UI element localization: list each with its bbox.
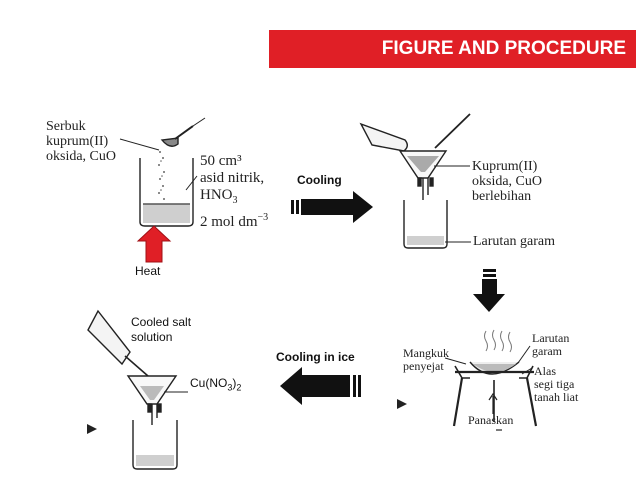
solid-label: Kuprum(II) oksida, CuO berlebihan bbox=[472, 159, 542, 204]
product-label: Cu(NO3)2 bbox=[190, 376, 242, 393]
cooling-ice-arrow-icon bbox=[280, 367, 361, 405]
acid-concentration: 2 mol dm−3 bbox=[200, 212, 269, 230]
pouring-beaker bbox=[359, 122, 408, 152]
pointer-mark-2-icon bbox=[87, 424, 97, 434]
falling-powder bbox=[158, 151, 165, 200]
beaker-2 bbox=[403, 200, 448, 249]
glass-rod bbox=[434, 113, 471, 149]
title-text: FIGURE AND PROCEDURE bbox=[381, 38, 626, 59]
step3-evaporation-apparatus bbox=[444, 329, 538, 431]
acid-liquid bbox=[143, 204, 190, 223]
step2-filtration-apparatus bbox=[359, 113, 471, 249]
solution-label: Larutan garam bbox=[532, 331, 570, 358]
pouring-beaker-2 bbox=[87, 309, 131, 366]
page-title: FIGURE AND PROCEDURE bbox=[269, 30, 636, 68]
filtrate-label: Larutan garam bbox=[473, 234, 556, 249]
triangle-label: Alas segi tiga tanah liat bbox=[534, 364, 579, 404]
acid-formula: HNO3 bbox=[200, 187, 238, 206]
powder-label: Serbuk kuprum(II) oksida, CuO bbox=[46, 119, 116, 164]
cooling-ice-label: Cooling in ice bbox=[276, 350, 355, 364]
heat-label: Heat bbox=[135, 264, 161, 278]
powder-pointer bbox=[119, 138, 160, 151]
heat-label-3: Panaskan bbox=[468, 413, 514, 427]
tripod-leg-left bbox=[452, 377, 464, 427]
tripod-leg-right bbox=[525, 377, 538, 427]
residue-solid bbox=[407, 156, 439, 172]
beaker-1 bbox=[139, 158, 194, 227]
cooled-solution-label: Cooled salt solution bbox=[131, 315, 192, 344]
filtrate-liquid bbox=[407, 236, 444, 245]
beaker-4 bbox=[132, 420, 178, 470]
cooling-label: Cooling bbox=[297, 173, 342, 187]
acid-pointer bbox=[185, 175, 198, 191]
spatula-1 bbox=[160, 137, 179, 147]
step4-filtration-apparatus bbox=[87, 309, 188, 470]
acid-label: 50 cm³ asid nitrik, HNO3 2 mol dm−3 bbox=[200, 153, 269, 230]
down-arrow-icon bbox=[473, 269, 505, 312]
pointer-mark-icon bbox=[397, 399, 407, 409]
heat-arrow-icon bbox=[136, 225, 172, 263]
cooling-arrow-icon bbox=[291, 191, 373, 223]
salt-solution bbox=[136, 455, 174, 466]
dish-label: Mangkuk penyejat bbox=[403, 346, 449, 373]
step1-beaker-apparatus bbox=[139, 117, 206, 227]
